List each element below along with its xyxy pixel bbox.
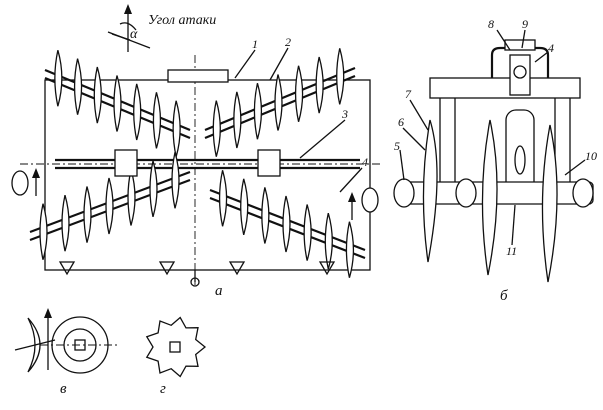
harrow-disc <box>261 187 270 244</box>
harrow-disc <box>315 56 324 114</box>
harrow-disc <box>149 160 158 218</box>
view-g-notched-disc: г <box>145 316 207 397</box>
callout-9: 9 <box>522 17 528 31</box>
view-label-b: б <box>500 288 508 304</box>
angle-symbol: α <box>130 27 138 42</box>
harrow-disc <box>105 177 114 235</box>
harrow-disc <box>218 170 228 227</box>
harrow-disc <box>303 204 312 261</box>
harrow-disc <box>253 83 263 140</box>
view-label-g: г <box>160 381 166 397</box>
callout-5: 5 <box>394 139 400 153</box>
harrow-disc <box>274 74 283 131</box>
callout-10: 10 <box>585 149 597 163</box>
view-a-top-view: α Угол атаки <box>11 4 380 299</box>
view-b-side-view: 8 9 4 7 6 5 10 11 б <box>393 17 597 304</box>
callout-8: 8 <box>488 17 494 31</box>
solid-disc-profile <box>27 317 41 373</box>
harrow-disc <box>93 66 102 124</box>
hitch-bar <box>167 69 229 83</box>
harrow-disc <box>54 50 63 107</box>
attack-angle-label: Угол атаки <box>148 13 216 28</box>
disc-right <box>541 124 558 283</box>
harrow-disc <box>83 186 92 243</box>
harrow-disc <box>171 152 180 209</box>
harrow-disc <box>61 194 70 252</box>
disc-middle <box>481 119 498 276</box>
harrow-disc <box>345 221 355 278</box>
harrow-disc <box>282 195 291 253</box>
callout-4b: 4 <box>548 41 554 55</box>
harrow-disc <box>324 212 333 270</box>
harrow-disc <box>212 100 221 157</box>
callout-4a: 4 <box>362 155 368 169</box>
harrow-disc <box>73 58 83 115</box>
harrow-disc <box>127 169 136 226</box>
callout-2: 2 <box>285 35 291 49</box>
harrow-discs <box>39 48 355 278</box>
top-beam <box>429 77 581 99</box>
view-label-v: в <box>60 381 67 397</box>
harrow-disc <box>240 178 249 236</box>
notched-disc-outline <box>145 316 207 378</box>
harrow-disc <box>172 100 181 157</box>
harrow-disc <box>152 92 162 149</box>
harrow-disc <box>233 91 242 149</box>
harrow-disc <box>39 203 48 260</box>
harrow-disc <box>336 48 345 105</box>
disc-left <box>422 119 438 263</box>
callout-1: 1 <box>252 37 258 51</box>
callout-6: 6 <box>398 115 404 129</box>
harrow-disc <box>113 75 122 132</box>
callout-3: 3 <box>341 107 348 121</box>
harrow-disc <box>133 83 142 141</box>
view-label-a: а <box>215 283 223 299</box>
callout-11: 11 <box>506 244 517 258</box>
view-v-solid-disc: в <box>14 308 118 397</box>
attack-angle-indicator: α Угол атаки <box>107 4 216 52</box>
callout-7: 7 <box>405 87 412 101</box>
left-end-wheel <box>11 170 29 196</box>
right-end-wheel <box>361 187 379 213</box>
harrow-disc <box>294 65 304 122</box>
